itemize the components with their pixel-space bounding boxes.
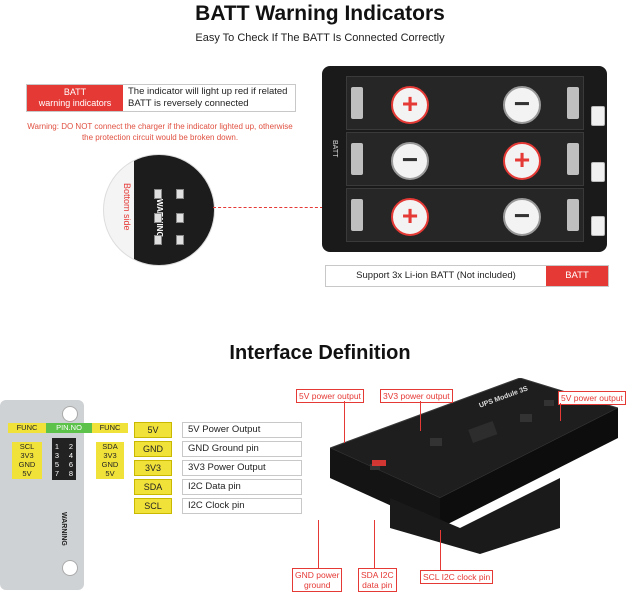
callout-3v3: 3V3 power output [380,389,453,403]
pin-number: 2 [68,442,74,451]
indicator-led [176,235,184,245]
battery-clip [351,143,363,175]
pin-desc: GND Ground pin [182,441,302,457]
pin-number: 4 [68,451,74,460]
callout-line [440,530,441,570]
pin-func-left: 3V3 [12,451,42,461]
pin-desc: 5V Power Output [182,422,302,438]
pin-no-header: PIN.NO [46,423,92,433]
battery-clip [567,87,579,119]
callout-5v-left: 5V power output [296,389,364,403]
indicator-led [154,213,162,223]
pin-row-gnd: GND GND Ground pin [134,441,302,457]
pin-func-right: 5V [96,469,124,479]
warning-note: Warning: DO NOT connect the charger if t… [27,122,293,142]
board-silk-batt: BATT [331,140,338,158]
side-connector [591,162,605,182]
battery-clip [351,87,363,119]
support-info-bar: Support 3x Li-ion BATT (Not included) BA… [325,265,609,287]
pin-row-3v3: 3V3 3V3 Power Output [134,460,302,476]
side-connector [591,216,605,236]
pin-func-right: SDA [96,442,124,452]
pin-desc: I2C Clock pin [182,498,302,514]
ups-module-illustration: UPS Module 3S [328,377,620,554]
indicator-led [154,189,162,199]
callout-gnd: GND power ground [292,568,343,592]
pin-func-right: 3V3 [96,451,124,461]
support-tag: BATT [546,266,608,286]
battery-holder-3: + − [346,188,584,242]
warning-box-label: BATT warning indicators [27,85,123,111]
indicator-led [176,213,184,223]
callout-line [318,520,319,568]
pin-func-left: GND [12,460,42,470]
mount-hole [62,560,78,576]
indicator-zoom-circle: Bottom side WARNING [103,154,215,266]
func-left-header: FUNC [8,423,46,433]
battery-clip [567,199,579,231]
zoom-pointer-line [213,207,323,209]
pin-func-right: GND [96,460,124,470]
pin-number: 6 [68,460,74,469]
zoom-bottom-side-label: Bottom side [122,183,132,231]
warning-info-box: BATT warning indicators The indicator wi… [26,84,296,112]
ups-board-svg [328,377,620,554]
pin-number: 5 [54,460,60,469]
mount-hole [62,406,78,422]
battery-clip [351,199,363,231]
pin-header-block [52,438,76,480]
indicator-led [154,235,162,245]
section-title-batt-warning: BATT Warning Indicators [195,2,445,25]
plus-terminal-icon: + [391,86,429,124]
support-text: Support 3x Li-ion BATT (Not included) [356,270,516,281]
minus-terminal-icon: − [503,198,541,236]
pin-tag: 3V3 [134,460,172,476]
callout-sda: SDA I2C data pin [358,568,397,592]
warning-box-text: The indicator will light up red if relat… [128,86,288,109]
pin-row-5v: 5V 5V Power Output [134,422,302,438]
callout-line [420,401,421,431]
pin-number: 1 [54,442,60,451]
callout-line [560,403,561,421]
pin-tag: 5V [134,422,172,438]
pin-number: 8 [68,469,74,478]
indicator-led [176,189,184,199]
battery-clip [567,143,579,175]
side-connector [591,106,605,126]
pin-header-board: FUNC PIN.NO FUNC SCL 1 2 SDA 3V3 3 4 3V3… [0,400,128,590]
pin-func-left: SCL [12,442,42,452]
callout-line [374,520,375,568]
callout-scl: SCL I2C clock pin [420,570,494,584]
callout-5v-right: 5V power output [558,391,626,405]
pin-func-left: 5V [12,469,42,479]
minus-terminal-icon: − [503,86,541,124]
battery-holder-2: − + [346,132,584,186]
pin-row-sda: SDA I2C Data pin [134,479,302,495]
section-subtitle: Easy To Check If The BATT Is Connected C… [195,32,445,44]
pin-desc: 3V3 Power Output [182,460,302,476]
pin-tag: SDA [134,479,172,495]
func-right-header: FUNC [92,423,128,433]
plus-terminal-icon: + [391,198,429,236]
battery-board: + − − + + − BATT [322,66,607,252]
pin-row-scl: SCL I2C Clock pin [134,498,302,514]
battery-holder-1: + − [346,76,584,130]
pin-number: 7 [54,469,60,478]
board-warning-label: WARNING [60,512,67,546]
minus-terminal-icon: − [391,142,429,180]
plus-terminal-icon: + [503,142,541,180]
callout-line [344,401,345,443]
pin-tag: GND [134,441,172,457]
section-title-interface: Interface Definition [229,342,411,364]
pin-tag: SCL [134,498,172,514]
zoom-pcb [134,155,214,265]
pin-desc: I2C Data pin [182,479,302,495]
pin-number: 3 [54,451,60,460]
